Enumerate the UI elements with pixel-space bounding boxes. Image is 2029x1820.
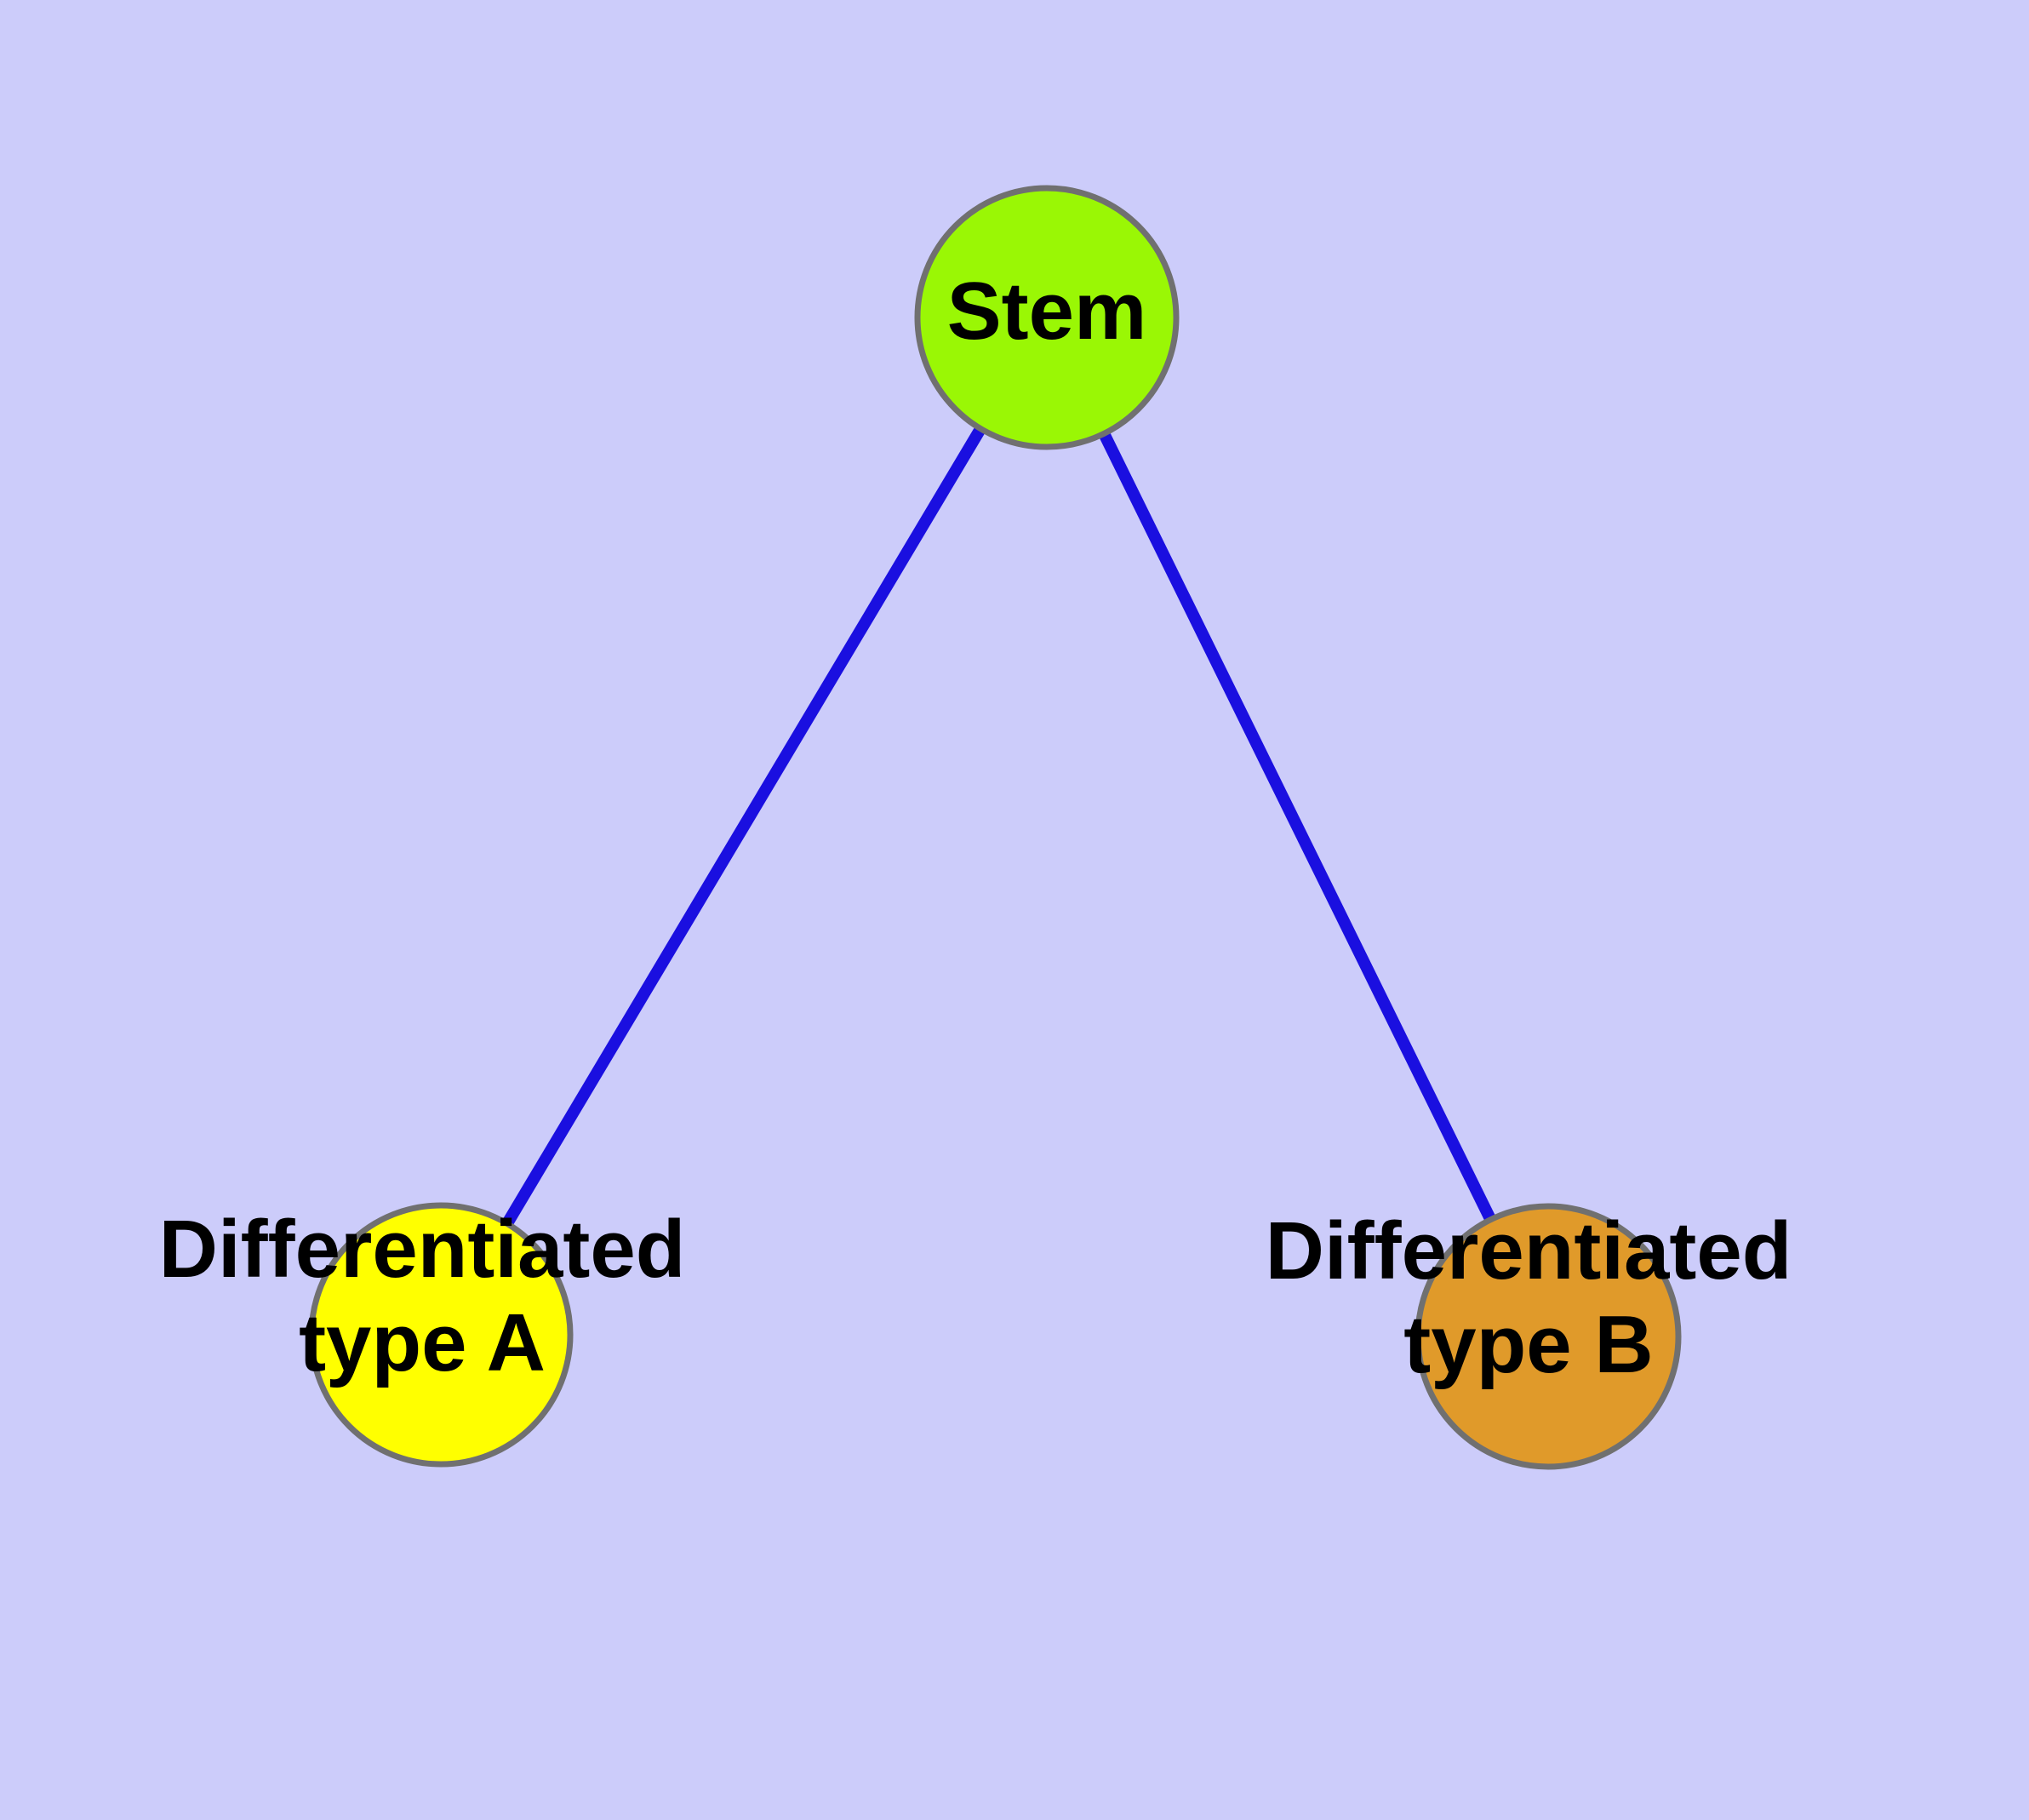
node-label-line: Differentiated bbox=[159, 1204, 686, 1295]
node-diff-b[interactable] bbox=[1415, 1203, 1682, 1470]
node-layer bbox=[308, 185, 1682, 1470]
edge-layer bbox=[435, 314, 1554, 1340]
node-label-line: type A bbox=[299, 1298, 546, 1389]
node-diff-a[interactable] bbox=[308, 1202, 574, 1468]
node-label-line: type B bbox=[1403, 1300, 1653, 1391]
node-label-line: Differentiated bbox=[1266, 1205, 1792, 1296]
edge-stem-to-diff-b bbox=[1041, 314, 1554, 1340]
node-label-line: Stem bbox=[947, 266, 1147, 357]
node-label-stem: Stem bbox=[947, 266, 1147, 357]
edge-stem-to-diff-a bbox=[435, 314, 1053, 1338]
node-stem[interactable] bbox=[914, 185, 1180, 450]
